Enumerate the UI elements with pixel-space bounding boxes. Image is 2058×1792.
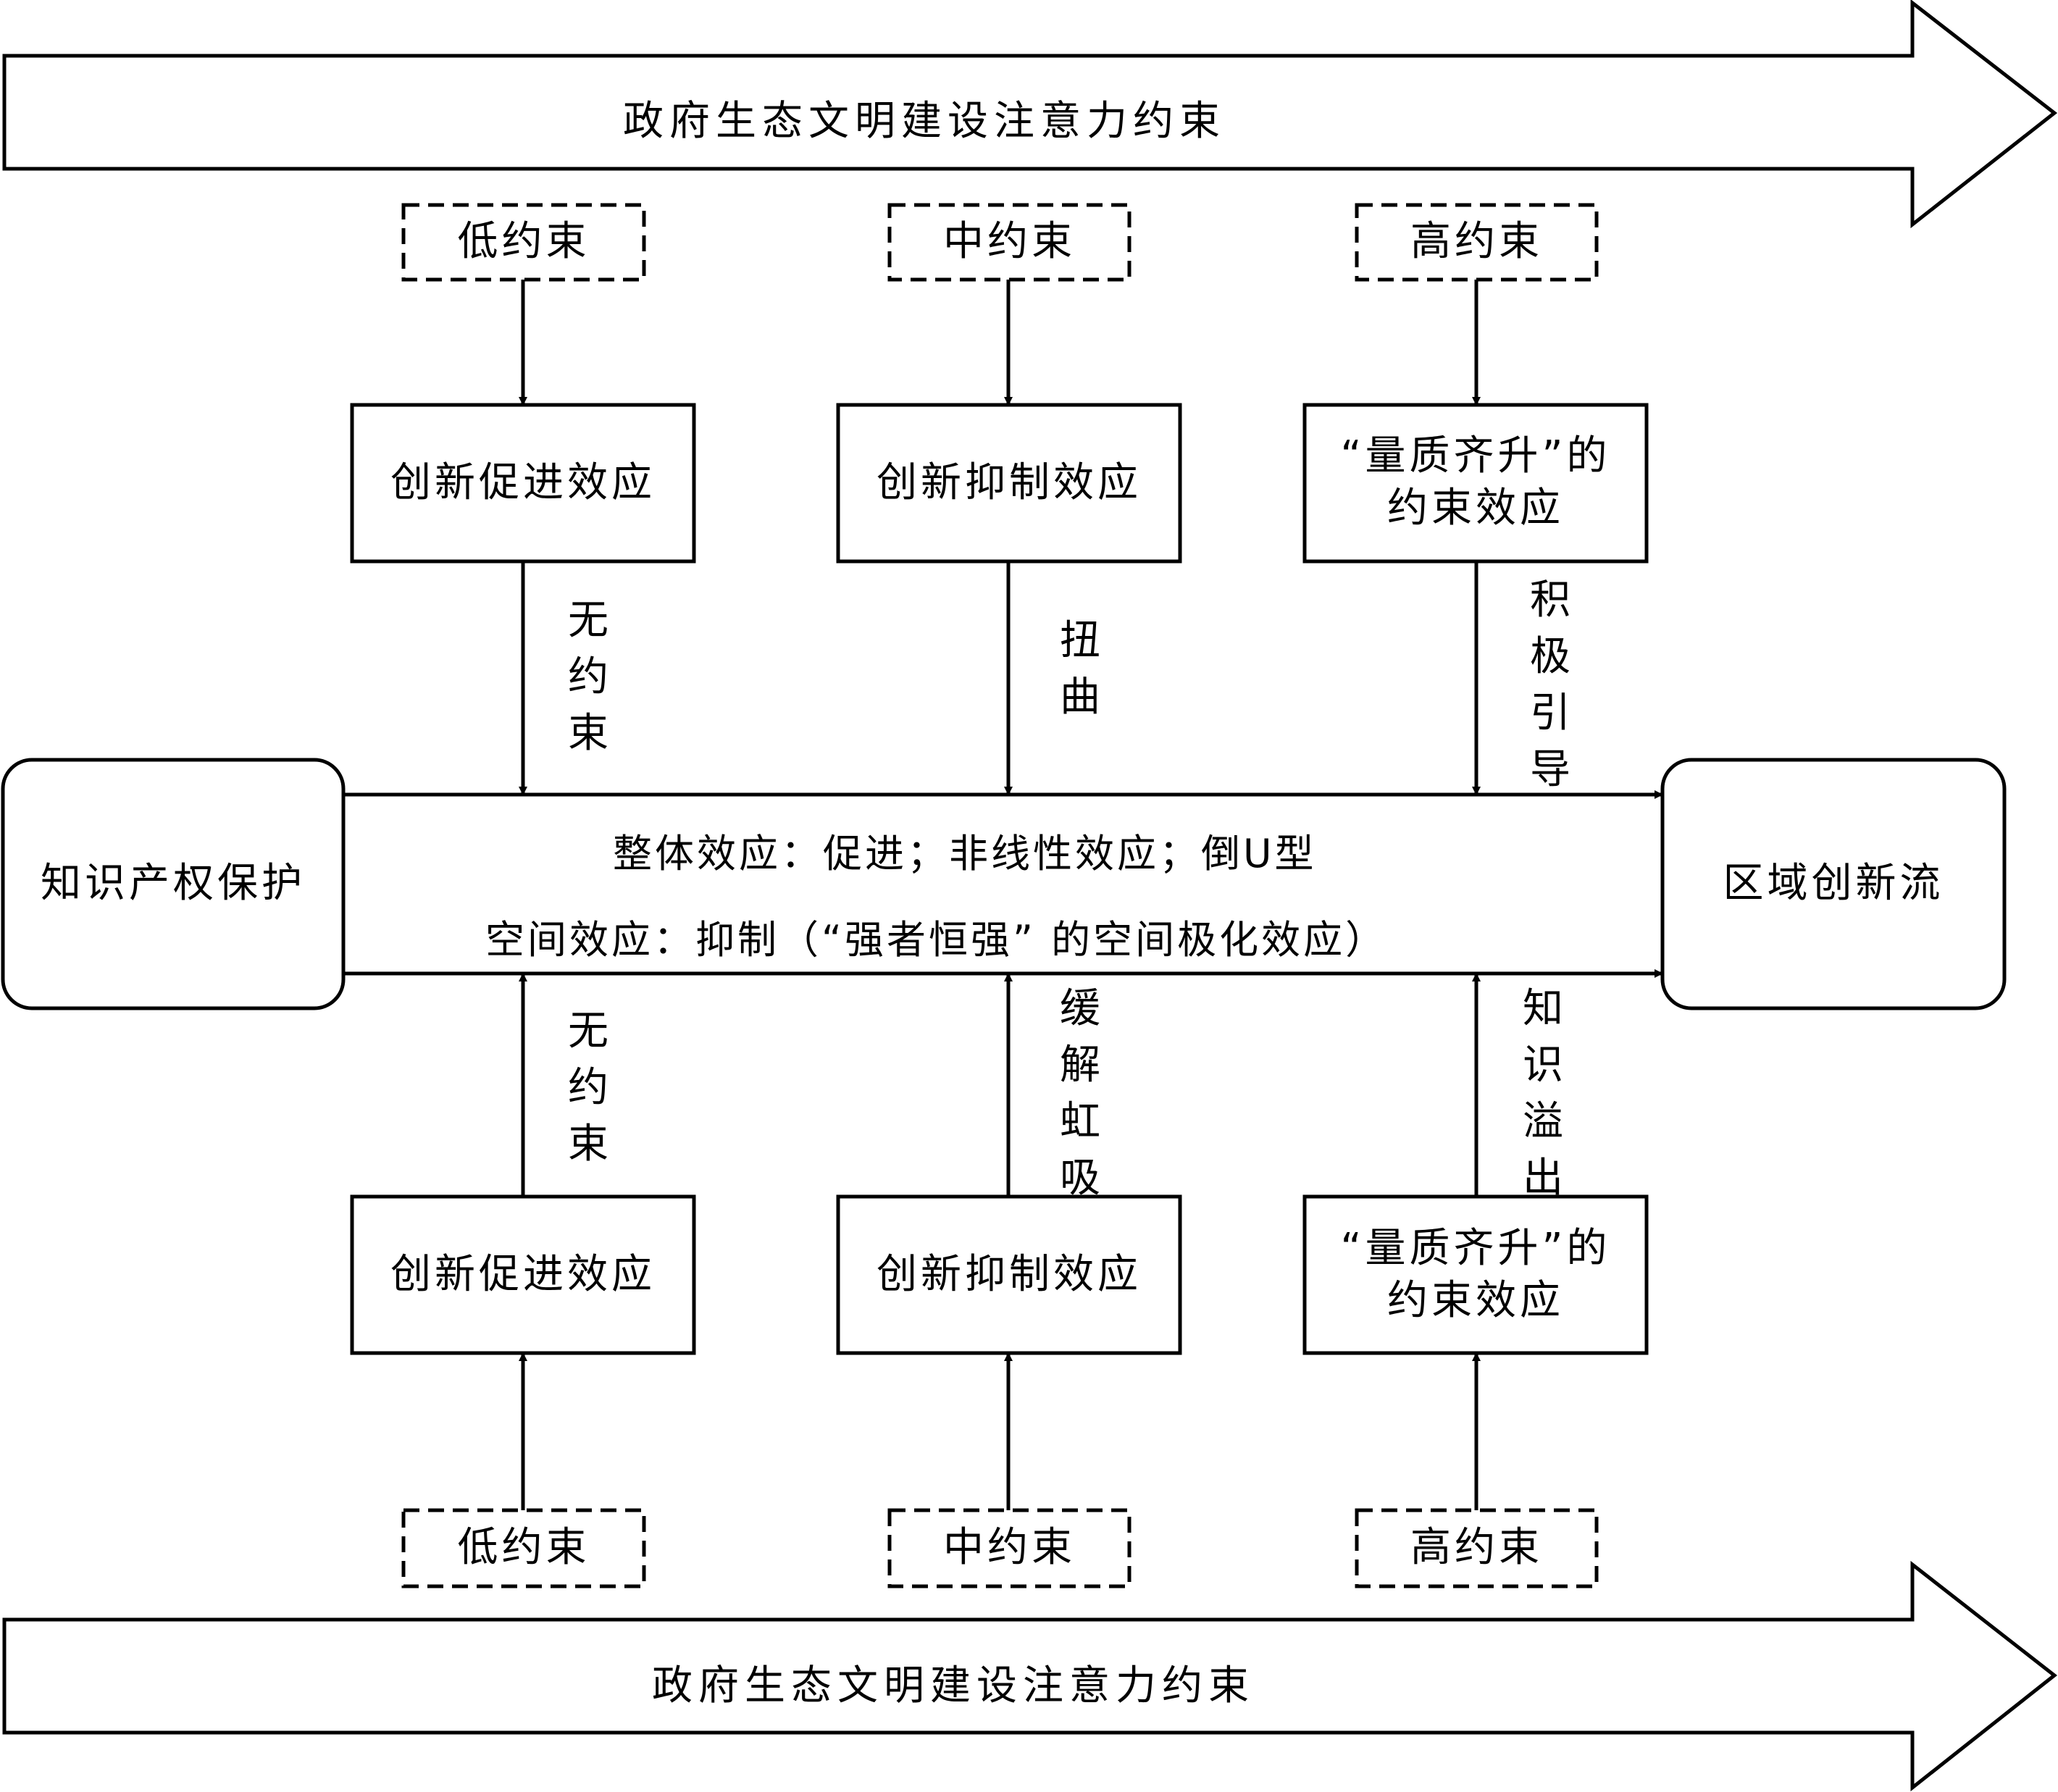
top-label-no-constraint: 无约束	[568, 597, 608, 757]
right-node-box	[1660, 758, 2007, 1010]
bottom-arrow-label: 政府生态文明建设注意力约束	[652, 1662, 1255, 1709]
top-effect-inhibit: 创新抑制效应	[877, 459, 1142, 506]
top-effect-quality-line1: “量质齐升”的	[1340, 432, 1611, 480]
top-label-distortion: 扭曲	[1060, 617, 1100, 721]
center-effect-line2: 空间效应：抑制（“强者恒强” 的空间极化效应）	[485, 917, 1388, 963]
top-constraint-box-low	[401, 203, 646, 282]
bottom-label-knowledge-spillover: 知识溢出	[1523, 985, 1563, 1202]
bottom-constraint-high: 高约束	[1410, 1524, 1543, 1571]
bottom-label-no-constraint: 无约束	[568, 1008, 608, 1168]
bottom-constraint-low: 低约束	[457, 1524, 590, 1571]
top-effect-promote: 创新促进效应	[390, 459, 656, 506]
center-effect-line1: 整体效应：促进；非线性效应；倒U型	[613, 831, 1317, 876]
left-node-box	[1, 758, 346, 1010]
bottom-constraint-box-mid	[887, 1508, 1132, 1588]
right-node-label: 区域创新流	[1723, 860, 1944, 907]
top-constraint-high: 高约束	[1410, 218, 1543, 265]
bottom-constraint-box-high	[1355, 1508, 1599, 1588]
bottom-effect-quality-line1: “量质齐升”的	[1340, 1225, 1611, 1272]
bottom-effect-quality-line2: 约束效应	[1387, 1277, 1564, 1324]
bottom-label-ease-siphon: 缓解虹吸	[1060, 985, 1100, 1202]
top-arrow-label: 政府生态文明建设注意力约束	[623, 98, 1226, 145]
bottom-constraint-mid: 中约束	[943, 1524, 1076, 1571]
bottom-effect-promote: 创新促进效应	[390, 1251, 656, 1298]
left-node-label: 知识产权保护	[41, 860, 306, 907]
top-block-arrow	[2, 0, 2058, 229]
top-label-positive-guidance: 积极引导	[1530, 577, 1570, 793]
top-effect-quality-line2: 约束效应	[1387, 485, 1564, 532]
top-constraint-low: 低约束	[457, 218, 590, 265]
bottom-constraint-box-low	[401, 1508, 646, 1588]
bottom-effect-inhibit: 创新抑制效应	[877, 1251, 1142, 1298]
bottom-block-arrow	[2, 1560, 2058, 1792]
top-constraint-mid: 中约束	[943, 218, 1076, 265]
